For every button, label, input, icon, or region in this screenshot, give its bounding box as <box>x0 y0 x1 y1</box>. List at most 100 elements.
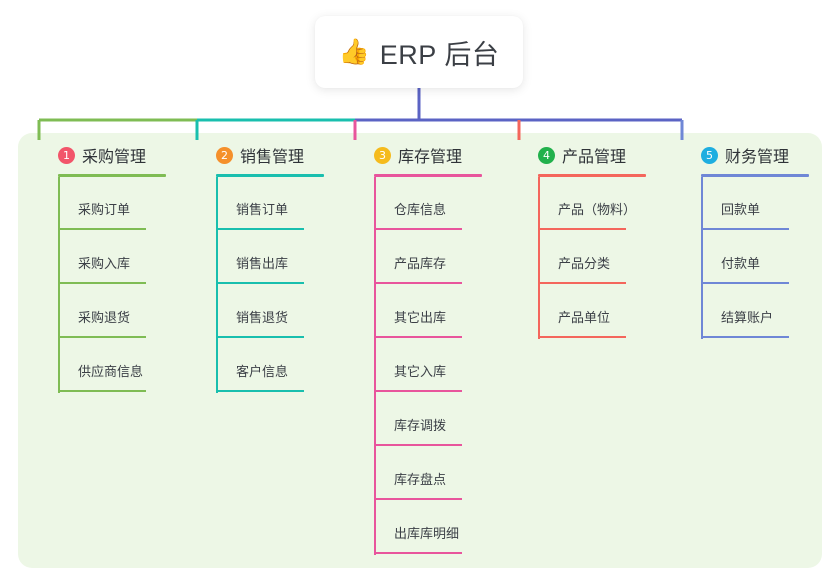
list-item[interactable]: 供应商信息 <box>58 339 208 393</box>
list-item[interactable]: 产品（物料） <box>538 177 688 231</box>
column-header-rule <box>58 174 166 177</box>
list-item-label: 出库库明细 <box>394 526 460 541</box>
list-item-label: 回款单 <box>721 202 761 217</box>
list-item-label: 其它入库 <box>394 364 447 379</box>
column-badge-4: 4 <box>538 146 555 164</box>
list-item[interactable]: 销售出库 <box>216 231 366 285</box>
list-item-label: 结算账户 <box>721 310 774 325</box>
list-item[interactable]: 结算账户 <box>701 285 839 339</box>
list-item-rule <box>216 336 304 338</box>
list-item-label: 采购入库 <box>78 256 131 271</box>
column-item-list: 仓库信息产品库存其它出库其它入库库存调拨库存盘点出库库明细 <box>374 177 524 555</box>
column-badge-3: 3 <box>374 146 391 164</box>
list-item-rule <box>58 336 146 338</box>
list-item-label: 其它出库 <box>394 310 447 325</box>
list-item-rule <box>701 282 789 284</box>
list-item-rule <box>374 228 462 230</box>
list-item-label: 产品（物料） <box>558 202 637 217</box>
list-item[interactable]: 销售退货 <box>216 285 366 339</box>
list-item-rule <box>58 282 146 284</box>
list-item-rule <box>58 228 146 230</box>
list-item-label: 客户信息 <box>236 364 289 379</box>
list-item[interactable]: 出库库明细 <box>374 501 524 555</box>
list-item-rule <box>374 552 462 554</box>
list-item-rule <box>538 282 626 284</box>
column-badge-5: 5 <box>701 146 718 164</box>
column-spine <box>538 177 540 339</box>
column-销售管理: 2 销售管理销售订单销售出库销售退货客户信息 <box>196 133 366 393</box>
column-title: 采购管理 <box>82 149 147 166</box>
list-item-label: 销售订单 <box>236 202 289 217</box>
list-item[interactable]: 销售订单 <box>216 177 366 231</box>
list-item-label: 销售出库 <box>236 256 289 271</box>
column-header-4[interactable]: 4 产品管理 <box>518 133 688 177</box>
column-item-list: 采购订单采购入库采购退货供应商信息 <box>58 177 208 393</box>
column-header-rule <box>216 174 324 177</box>
list-item-label: 产品库存 <box>394 256 447 271</box>
list-item-label: 供应商信息 <box>78 364 144 379</box>
column-container: 1 采购管理采购订单采购入库采购退货供应商信息 2 销售管理销售订单销售出库销售退货客… <box>18 133 822 568</box>
column-title: 销售管理 <box>240 149 305 166</box>
list-item[interactable]: 产品分类 <box>538 231 688 285</box>
list-item[interactable]: 库存调拨 <box>374 393 524 447</box>
list-item-rule <box>374 444 462 446</box>
column-header-rule <box>538 174 646 177</box>
column-spine <box>374 177 376 555</box>
list-item[interactable]: 产品单位 <box>538 285 688 339</box>
column-spine <box>216 177 218 393</box>
list-item[interactable]: 其它入库 <box>374 339 524 393</box>
column-header-rule <box>701 174 809 177</box>
column-badge-1: 1 <box>58 146 75 164</box>
root-title-inner: 👍 ERP 后台 <box>339 33 500 72</box>
list-item[interactable]: 采购订单 <box>58 177 208 231</box>
column-title: 产品管理 <box>562 149 627 166</box>
list-item[interactable]: 库存盘点 <box>374 447 524 501</box>
list-item[interactable]: 采购入库 <box>58 231 208 285</box>
list-item-rule <box>216 228 304 230</box>
column-产品管理: 4 产品管理产品（物料） 产品分类产品单位 <box>518 133 688 339</box>
list-item-label: 仓库信息 <box>394 202 447 217</box>
list-item[interactable]: 采购退货 <box>58 285 208 339</box>
list-item-rule <box>701 228 789 230</box>
diagram-panel <box>18 133 822 568</box>
list-item[interactable]: 客户信息 <box>216 339 366 393</box>
list-item-label: 库存盘点 <box>394 472 447 487</box>
column-item-list: 回款单付款单结算账户 <box>701 177 839 339</box>
list-item[interactable]: 产品库存 <box>374 231 524 285</box>
column-header-1[interactable]: 1 采购管理 <box>38 133 208 177</box>
column-item-list: 产品（物料） 产品分类产品单位 <box>538 177 688 339</box>
list-item-label: 库存调拨 <box>394 418 447 433</box>
column-item-list: 销售订单销售出库销售退货客户信息 <box>216 177 366 393</box>
list-item-rule <box>216 390 304 392</box>
list-item-label: 销售退货 <box>236 310 289 325</box>
column-spine <box>58 177 60 393</box>
list-item-rule <box>58 390 146 392</box>
page-title: ERP 后台 <box>379 39 500 70</box>
column-采购管理: 1 采购管理采购订单采购入库采购退货供应商信息 <box>38 133 208 393</box>
list-item[interactable]: 回款单 <box>701 177 839 231</box>
list-item-label: 采购退货 <box>78 310 131 325</box>
list-item-rule <box>701 336 789 338</box>
thumbs-up-icon: 👍 <box>338 37 370 66</box>
list-item[interactable]: 仓库信息 <box>374 177 524 231</box>
list-item-rule <box>374 498 462 500</box>
list-item-label: 采购订单 <box>78 202 131 217</box>
list-item-rule <box>538 336 626 338</box>
column-header-2[interactable]: 2 销售管理 <box>196 133 366 177</box>
column-header-rule <box>374 174 482 177</box>
column-spine <box>701 177 703 339</box>
list-item-rule <box>374 336 462 338</box>
list-item-label: 付款单 <box>721 256 761 271</box>
list-item-rule <box>216 282 304 284</box>
list-item[interactable]: 其它出库 <box>374 285 524 339</box>
list-item-rule <box>374 390 462 392</box>
list-item-label: 产品分类 <box>558 256 611 271</box>
list-item[interactable]: 付款单 <box>701 231 839 285</box>
root-title-card[interactable]: 👍 ERP 后台 <box>315 16 523 88</box>
list-item-rule <box>538 228 626 230</box>
column-badge-2: 2 <box>216 146 233 164</box>
